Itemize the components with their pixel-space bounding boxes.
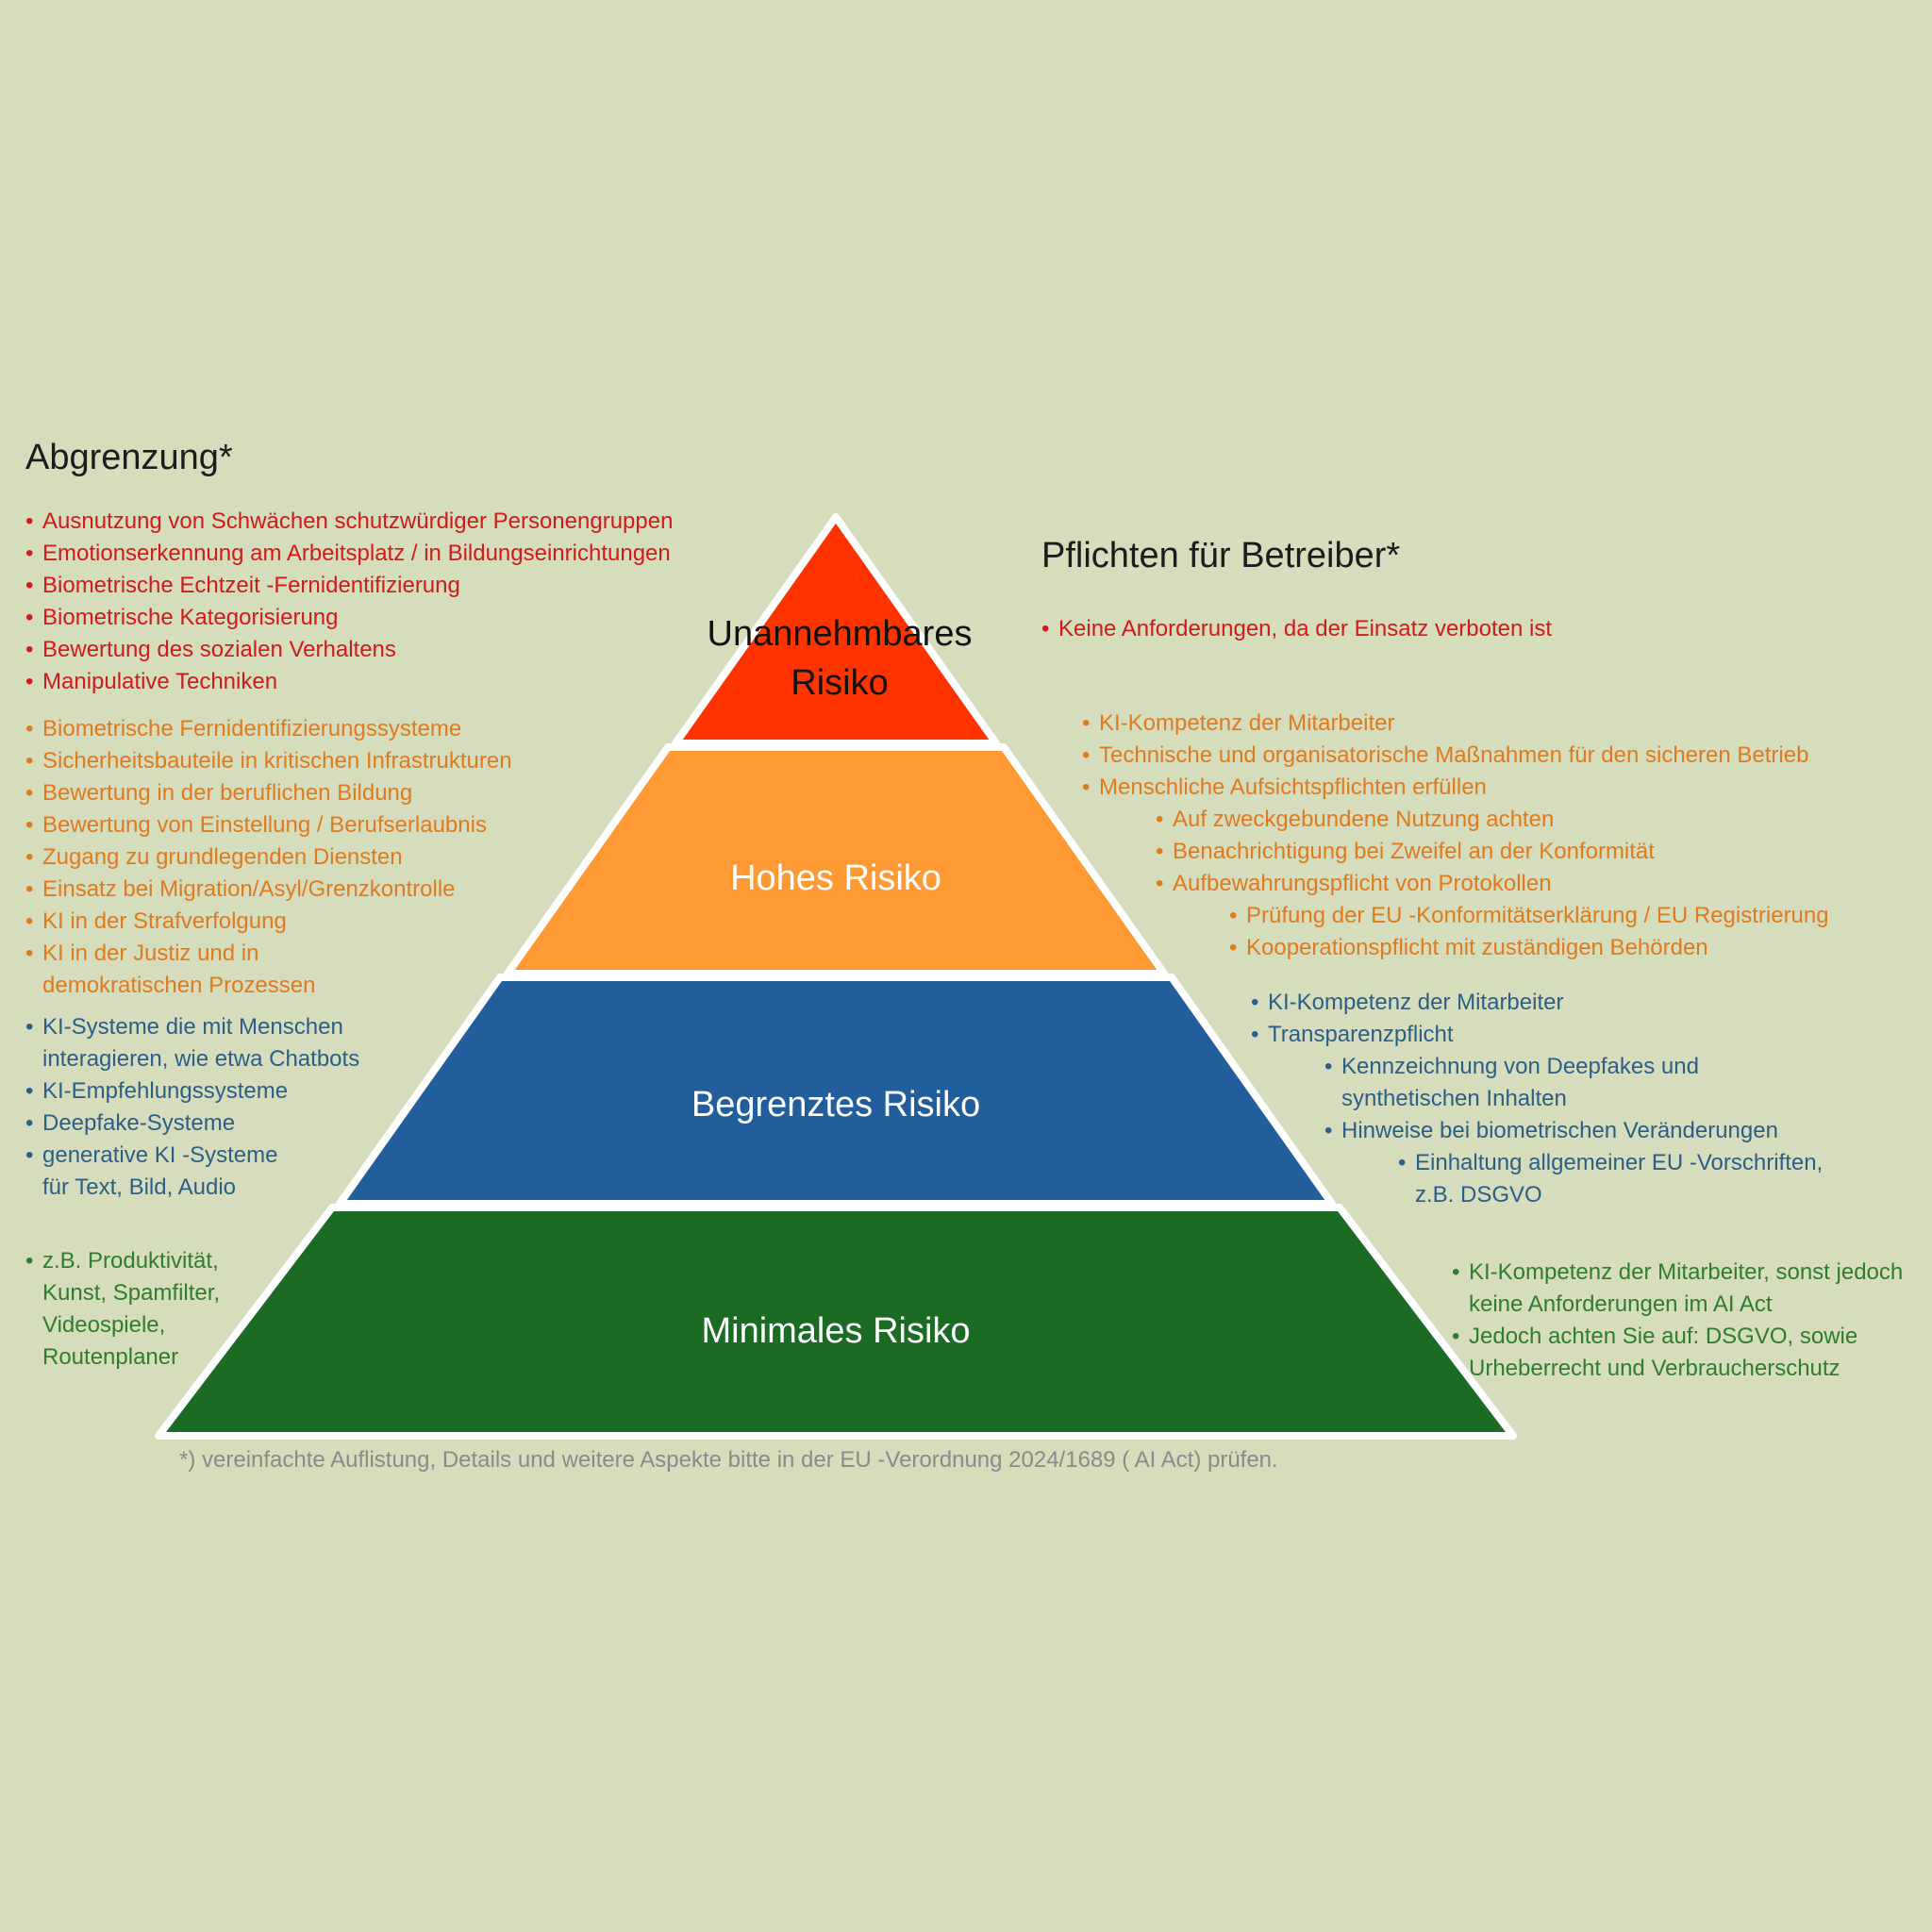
- list-item: Zugang zu grundlegenden Diensten: [25, 841, 554, 874]
- right-heading: Pflichten für Betreiber*: [1041, 536, 1401, 575]
- right-list-high: KI-Kompetenz der Mitarbeiter Technische …: [1082, 708, 1912, 964]
- list-item: Hinweise bei biometrischen Veränderungen: [1324, 1115, 1902, 1147]
- tier-label-unacceptable-line1: Unannehmbares: [708, 614, 973, 654]
- list-item: Bewertung von Einstellung / Berufserlaub…: [25, 809, 554, 841]
- list-item: Kooperationspflicht mit zuständigen Behö…: [1229, 932, 1912, 964]
- list-item: KI-Systeme die mit Menschen interagieren…: [25, 1011, 412, 1075]
- left-list-high: Biometrische Fernidentifizierungssysteme…: [25, 713, 554, 1002]
- list-item: KI-Kompetenz der Mitarbeiter: [1082, 708, 1912, 740]
- list-item: Sicherheitsbauteile in kritischen Infras…: [25, 745, 554, 777]
- list-item: Auf zweckgebundene Nutzung achten: [1156, 804, 1912, 836]
- list-item: Deepfake-Systeme: [25, 1108, 412, 1140]
- list-item: Bewertung in der beruflichen Bildung: [25, 777, 554, 809]
- list-item: KI in der Strafverfolgung: [25, 906, 554, 938]
- list-item: Biometrische Echtzeit -Fernidentifizieru…: [25, 570, 761, 602]
- list-item: Kennzeichnung von Deepfakes und syntheti…: [1324, 1051, 1757, 1115]
- left-heading: Abgrenzung*: [25, 438, 233, 477]
- list-item: Jedoch achten Sie auf: DSGVO, sowie Urhe…: [1452, 1321, 1912, 1385]
- list-item: KI in der Justiz und in demokratischen P…: [25, 938, 325, 1002]
- list-item: Keine Anforderungen, da der Einsatz verb…: [1041, 613, 1890, 645]
- list-item: KI-Kompetenz der Mitarbeiter: [1251, 987, 1902, 1019]
- tier-minimal: [155, 1204, 1517, 1440]
- list-item: z.B. Produktivität, Kunst, Spamfilter, V…: [25, 1245, 252, 1374]
- list-item: generative KI -Systeme für Text, Bild, A…: [25, 1140, 288, 1204]
- tier-label-limited: Begrenztes Risiko: [691, 1085, 980, 1124]
- list-item: Biometrische Kategorisierung: [25, 602, 761, 634]
- footnote: *) vereinfachte Auflistung, Details und …: [179, 1447, 1278, 1473]
- left-list-limited: KI-Systeme die mit Menschen interagieren…: [25, 1011, 412, 1204]
- list-item: Bewertung des sozialen Verhaltens: [25, 634, 761, 666]
- right-list-minimal: KI-Kompetenz der Mitarbeiter, sonst jedo…: [1452, 1257, 1905, 1385]
- list-item: KI-Empfehlungssysteme: [25, 1075, 412, 1108]
- list-item: Einsatz bei Migration/Asyl/Grenzkontroll…: [25, 874, 554, 906]
- list-item: Transparenzpflicht: [1251, 1019, 1902, 1051]
- left-list-minimal: z.B. Produktivität, Kunst, Spamfilter, V…: [25, 1245, 252, 1374]
- list-item: Biometrische Fernidentifizierungssysteme: [25, 713, 554, 745]
- right-list-limited: KI-Kompetenz der Mitarbeiter Transparenz…: [1251, 987, 1902, 1211]
- tier-label-high: Hohes Risiko: [730, 858, 941, 898]
- list-item: Einhaltung allgemeiner EU -Vorschriften,…: [1398, 1147, 1868, 1211]
- tier-label-minimal: Minimales Risiko: [701, 1311, 970, 1351]
- list-item: Aufbewahrungspflicht von Protokollen: [1156, 868, 1912, 900]
- list-item: Manipulative Techniken: [25, 666, 761, 698]
- list-item: Technische und organisatorische Maßnahme…: [1082, 740, 1912, 772]
- right-list-unacceptable: Keine Anforderungen, da der Einsatz verb…: [1041, 613, 1890, 645]
- list-item: KI-Kompetenz der Mitarbeiter, sonst jedo…: [1452, 1257, 1905, 1321]
- list-item: Emotionserkennung am Arbeitsplatz / in B…: [25, 538, 761, 570]
- left-list-unacceptable: Ausnutzung von Schwächen schutzwürdiger …: [25, 506, 761, 698]
- list-item: Benachrichtigung bei Zweifel an der Konf…: [1156, 836, 1912, 868]
- tier-label-unacceptable-line2: Risiko: [791, 663, 888, 703]
- list-item: Prüfung der EU -Konformitätserklärung / …: [1229, 900, 1912, 932]
- list-item: Ausnutzung von Schwächen schutzwürdiger …: [25, 506, 761, 538]
- list-item: Menschliche Aufsichtspflichten erfüllen: [1082, 772, 1912, 804]
